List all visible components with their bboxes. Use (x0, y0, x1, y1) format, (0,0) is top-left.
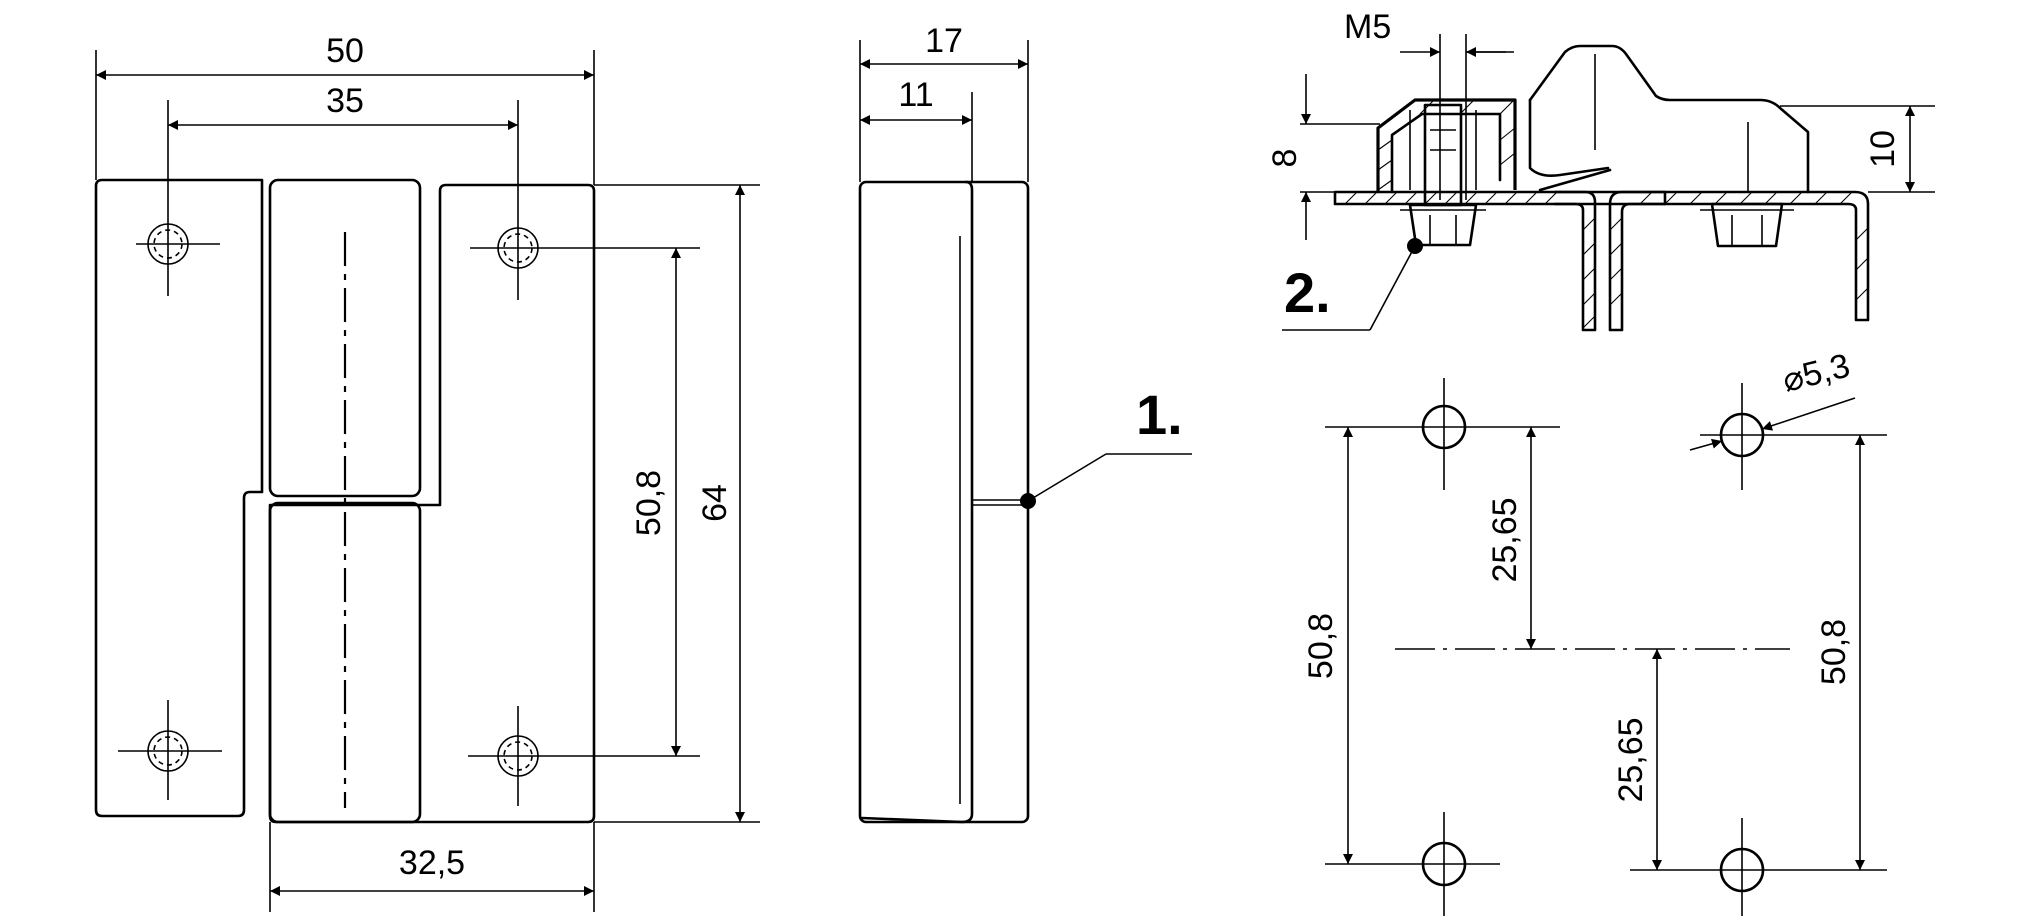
dim-pattern-lower-half-label: 25,65 (1612, 717, 1650, 802)
hole-pattern: 50,8 25,65 25,65 50,8 ⌀5,3 (1302, 347, 1887, 916)
dim-hole-spacing-v: 50,8 (630, 248, 681, 756)
dim-front-width: 50 (96, 32, 594, 80)
dim-side-depth: 17 (860, 22, 1028, 69)
nut-right (1710, 202, 1784, 248)
dim-front-height: 64 (696, 185, 745, 822)
front-view: 50 35 32,5 50,8 64 (94, 32, 760, 912)
dim-pattern-left-label: 50,8 (1302, 613, 1340, 679)
pattern-hole-bottom-left (1325, 812, 1500, 916)
knuckle-lower (268, 501, 422, 824)
dim-pattern-right-label: 50,8 (1815, 619, 1853, 685)
side-body-outline (858, 180, 1030, 824)
dim-hole-spacing-h-label: 35 (326, 82, 364, 120)
dim-front-width-label: 50 (326, 32, 364, 70)
left-leaf-outline (94, 178, 264, 818)
dim-side-depth-label: 17 (925, 22, 963, 60)
nut-left (1408, 203, 1478, 247)
dim-hole-spacing-v-label: 50,8 (630, 470, 668, 536)
dim-section-height-right-label: 10 (1864, 130, 1902, 168)
dim-front-height-label: 64 (696, 484, 734, 522)
dim-bottom-width: 32,5 (270, 844, 594, 896)
pattern-hole-top-right (1700, 383, 1887, 490)
pattern-hole-top-left (1325, 378, 1560, 490)
frame-profile-left (1553, 190, 1597, 332)
dim-pattern-upper-half-label: 25,65 (1486, 497, 1524, 582)
dim-pattern-left: 50,8 (1302, 427, 1353, 864)
hinge-upper-body (1528, 44, 1810, 194)
dim-section-height-left: 8 (1266, 74, 1380, 240)
frame-profile-right (1608, 190, 1870, 332)
hole-bottom-left (118, 700, 222, 800)
dim-pattern-lower-half: 25,65 (1612, 649, 1662, 870)
hole-top-left (136, 210, 220, 296)
knuckle-upper (268, 178, 422, 498)
pattern-hole-bottom-right (1630, 818, 1887, 916)
side-leaf-edge (860, 180, 974, 824)
dim-thread: M5 (1344, 8, 1514, 57)
dim-section-height-right: 10 (1780, 105, 1935, 193)
dim-side-leaf-label: 11 (898, 76, 933, 114)
dim-bottom-width-label: 32,5 (399, 844, 465, 882)
dim-hole-spacing-h: 35 (168, 82, 518, 130)
base-plate (1333, 190, 1667, 206)
dim-hole-diameter-label: ⌀5,3 (1779, 347, 1854, 400)
hole-bottom-right (468, 706, 700, 806)
callout-1: 1. (1020, 383, 1192, 509)
dim-pattern-right: 50,8 (1815, 435, 1865, 870)
callout-2-label: 2. (1284, 261, 1331, 324)
section-view: M5 8 10 2. (1266, 8, 1935, 332)
callout-1-label: 1. (1136, 383, 1183, 446)
dim-pattern-upper-half: 25,65 (1486, 427, 1536, 649)
dim-thread-label: M5 (1344, 8, 1391, 46)
dim-section-height-left-label: 8 (1266, 149, 1304, 168)
dim-side-leaf: 11 (860, 76, 972, 125)
bolt-body (1423, 103, 1463, 207)
callout-2: 2. (1282, 238, 1423, 331)
hole-top-right (470, 100, 700, 300)
side-view: 17 11 1. (858, 22, 1192, 824)
